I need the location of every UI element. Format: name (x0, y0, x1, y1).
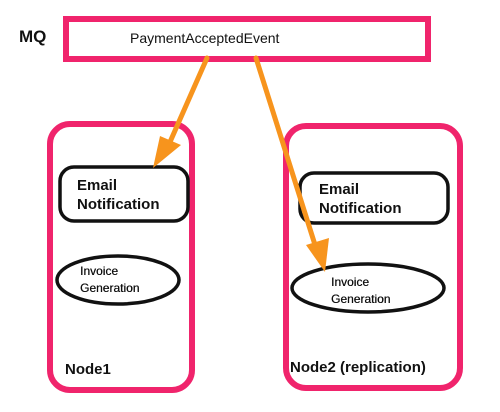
node2-email-line-1: Email (319, 181, 360, 198)
node1-invoice-line-1: Invoice (80, 264, 119, 278)
arrow-to-node2 (253, 55, 329, 272)
node2-container (283, 123, 463, 391)
node1-container (47, 121, 195, 393)
arrow-to-node1 (153, 55, 210, 168)
mq-label: MQ (19, 27, 47, 46)
node1-email-line-2: Notification (77, 196, 160, 213)
node2-invoice-label: Invoice Generation (331, 274, 390, 308)
node2-invoice-line-2: Generation (331, 292, 391, 306)
node1-label: Node1 (65, 361, 111, 378)
node2-invoice-line-1: Invoice (331, 275, 370, 289)
node1-invoice-label: Invoice Generation (80, 263, 139, 297)
event-box (63, 16, 431, 62)
node1-email-line-1: Email (77, 177, 118, 194)
node2-email-line-2: Notification (319, 200, 402, 217)
node1-email-label: Email Notification (77, 176, 160, 214)
node1-email-box (58, 165, 190, 223)
event-label: PaymentAcceptedEvent (130, 30, 280, 46)
node1-invoice-ellipse (55, 254, 181, 306)
node2-email-label: Email Notification (319, 180, 402, 218)
node2-label: Node2 (replication) (290, 359, 426, 376)
node2-invoice-ellipse (290, 262, 446, 314)
node1-invoice-line-2: Generation (80, 281, 140, 295)
